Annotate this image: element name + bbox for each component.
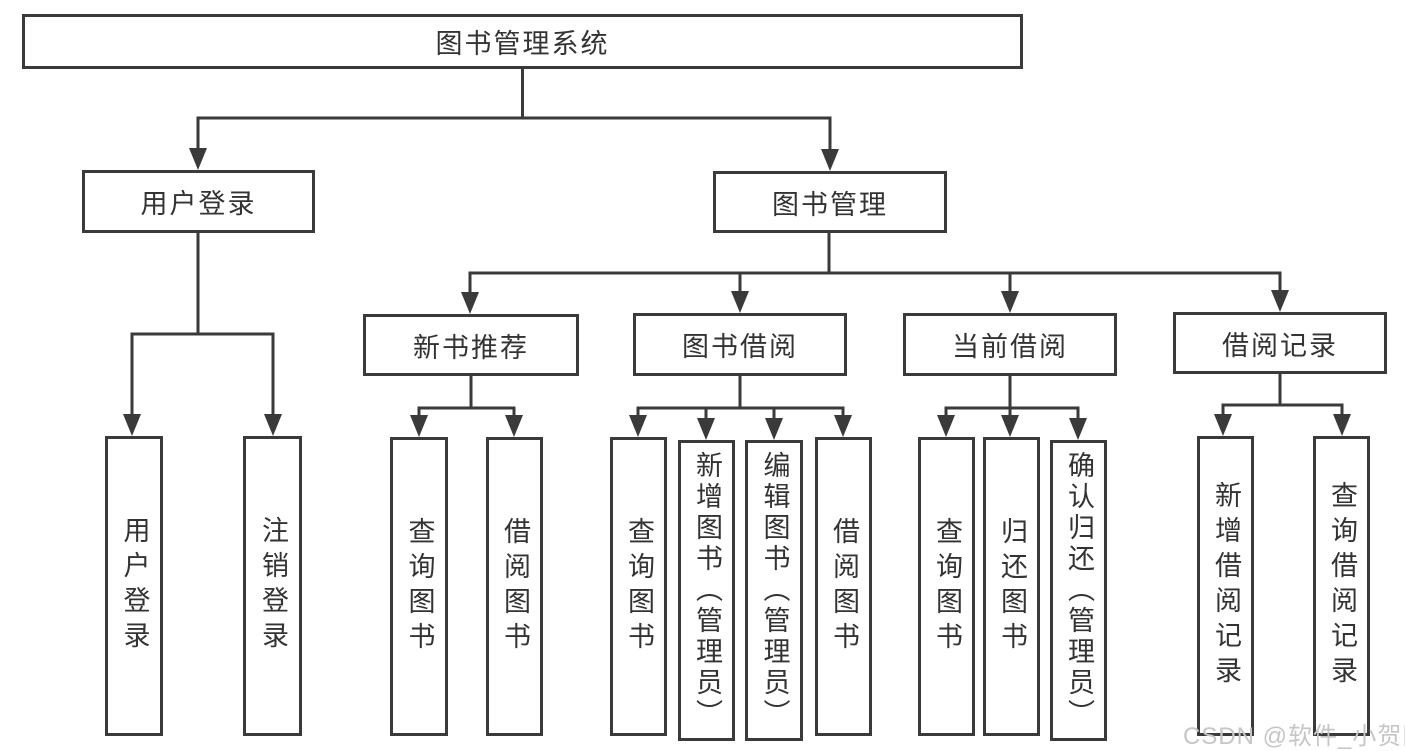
node-new-book-recommendation: 新书推荐 [363,314,579,376]
leaf-query-borrowing-record: 查询借阅记录 [1313,436,1370,736]
leaf-add-books-admin: 新增图书（管理员） [678,440,735,741]
node-user-login: 用户登录 [82,170,315,233]
node-borrowing-records: 借阅记录 [1173,312,1387,374]
leaf-edit-books-admin: 编辑图书（管理员） [745,440,803,741]
leaf-confirm-return-admin: 确认归还（管理员） [1050,440,1107,741]
csdn-watermark: CSDN @软件_小贺同学 [1183,723,1405,750]
node-current-borrowing: 当前借阅 [903,313,1117,376]
leaf-logout: 注销登录 [243,436,302,736]
leaf-add-borrowing-record: 新增借阅记录 [1197,436,1254,736]
leaf-query-books-borrowing: 查询图书 [610,437,667,736]
node-root-library-management-system: 图书管理系统 [22,14,1023,69]
leaf-return-books: 归还图书 [983,437,1040,736]
leaf-borrow-books: 借阅图书 [815,437,872,736]
node-book-borrowing: 图书借阅 [633,313,847,376]
node-book-management: 图书管理 [713,171,947,233]
leaf-query-books-recommendation: 查询图书 [390,437,448,736]
leaf-borrow-books-recommendation: 借阅图书 [486,437,543,736]
leaf-user-login: 用户登录 [105,436,163,736]
leaf-query-books-current: 查询图书 [918,437,975,736]
